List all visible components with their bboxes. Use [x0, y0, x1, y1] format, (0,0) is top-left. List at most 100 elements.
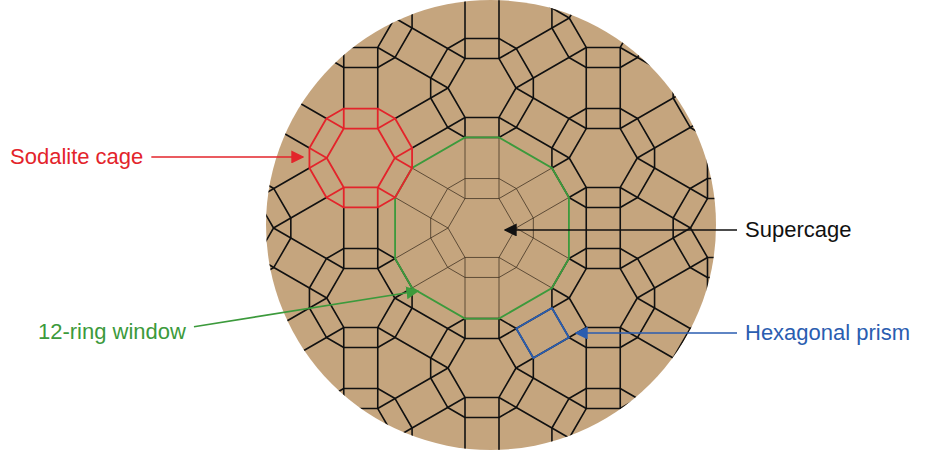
cage-edge — [569, 259, 586, 269]
cage-edge — [188, 218, 205, 228]
cage-edge — [343, 187, 345, 207]
prism-edges — [344, 207, 378, 248]
prism-edges — [274, 98, 327, 148]
cage-edge — [499, 257, 516, 267]
prism-edges — [516, 448, 569, 450]
outer-outline — [552, 0, 655, 67]
inner-hexagon — [206, 59, 274, 118]
inner-hexagon — [327, 409, 395, 450]
cage-edge — [309, 148, 326, 158]
cage-edge — [326, 259, 343, 269]
cage-edge — [377, 327, 379, 347]
cage-edge — [257, 397, 274, 407]
outer-outline — [431, 319, 534, 418]
cage-edge — [637, 148, 654, 158]
cage-edge — [188, 358, 205, 368]
cage-edge — [619, 47, 621, 67]
cage-edge — [377, 47, 379, 67]
cage-edge — [431, 218, 448, 228]
sodalite-cage — [673, 39, 776, 138]
cage-edge — [741, 257, 758, 267]
cage-edge — [431, 88, 448, 98]
prism-edges — [516, 378, 569, 428]
inner-hexagon — [327, 0, 395, 47]
outer-outline — [552, 109, 655, 208]
cage-edge — [569, 399, 586, 409]
cage-edge — [395, 438, 412, 448]
cage-edge — [637, 18, 654, 28]
cage-edge — [637, 158, 654, 168]
cage-edge — [395, 8, 412, 18]
prism-edges — [465, 417, 499, 450]
leader-arrow — [151, 156, 303, 158]
cage-edge — [637, 438, 654, 448]
cage-edge — [257, 49, 274, 59]
cage-edge — [585, 47, 587, 67]
cage-edge — [222, 39, 224, 59]
cage-edge — [326, 119, 343, 129]
interior-edge — [516, 168, 552, 189]
prism-edges — [586, 67, 620, 108]
cage-edge — [637, 288, 654, 298]
prism-edges — [274, 238, 327, 288]
twelve-ring-outline — [395, 137, 569, 318]
cage-edge — [256, 397, 258, 417]
interior-edge — [412, 168, 448, 189]
cage-edge — [499, 257, 500, 277]
cage-edge — [690, 397, 707, 407]
cage-edge — [274, 228, 291, 238]
prism-edges — [395, 98, 448, 148]
interior-edge — [533, 197, 569, 218]
cage-edge — [448, 397, 465, 407]
outer-outline — [431, 179, 534, 278]
cage-edge — [377, 187, 379, 207]
prism-edges — [395, 378, 448, 428]
cage-edge — [448, 189, 465, 199]
cage-edge — [758, 358, 775, 368]
cage-edge — [309, 158, 326, 168]
background-disc — [266, 0, 716, 450]
inner-hexagon — [569, 409, 637, 450]
cage-edge — [690, 49, 707, 59]
cage-edge — [758, 88, 775, 98]
cage-edge — [585, 249, 587, 269]
cage-edge — [516, 368, 533, 378]
sodalite-cage — [188, 179, 291, 278]
cage-edge — [274, 88, 291, 98]
cage-edge — [758, 78, 775, 88]
interior-edge — [499, 277, 500, 318]
cage-edge — [516, 358, 533, 368]
cage-edge — [637, 8, 654, 18]
sodalite-cage — [431, 39, 534, 138]
cage-edge — [257, 189, 274, 199]
outer-outline — [188, 319, 291, 418]
cage-edge — [620, 187, 637, 197]
cage-edge — [741, 49, 758, 59]
cage-edge — [552, 428, 569, 438]
cage-edge — [326, 327, 343, 337]
cage-edge — [552, 158, 569, 168]
cage-edge — [431, 78, 448, 88]
supercage-interior-links — [395, 137, 569, 318]
cage-edge — [395, 18, 412, 28]
supercage-interior — [431, 179, 534, 278]
interior-edge — [465, 137, 466, 178]
cage-edge — [448, 329, 465, 339]
cage-edge — [741, 397, 758, 407]
cage-edge — [274, 218, 291, 228]
cage-edge — [205, 257, 222, 267]
cage-edge — [673, 368, 690, 378]
cage-edge — [188, 88, 205, 98]
cage-edge — [637, 298, 654, 308]
cage-edge — [741, 189, 758, 199]
interior-edge — [395, 238, 431, 259]
cage-edge — [343, 109, 345, 129]
cage-edge — [378, 119, 395, 129]
cage-edge — [585, 327, 587, 347]
cage-edge — [741, 179, 743, 199]
cage-edge — [741, 319, 743, 339]
prism-edges — [395, 0, 448, 8]
cage-edge — [309, 18, 326, 28]
cage-edge — [707, 39, 709, 59]
prism-edges — [274, 28, 327, 78]
